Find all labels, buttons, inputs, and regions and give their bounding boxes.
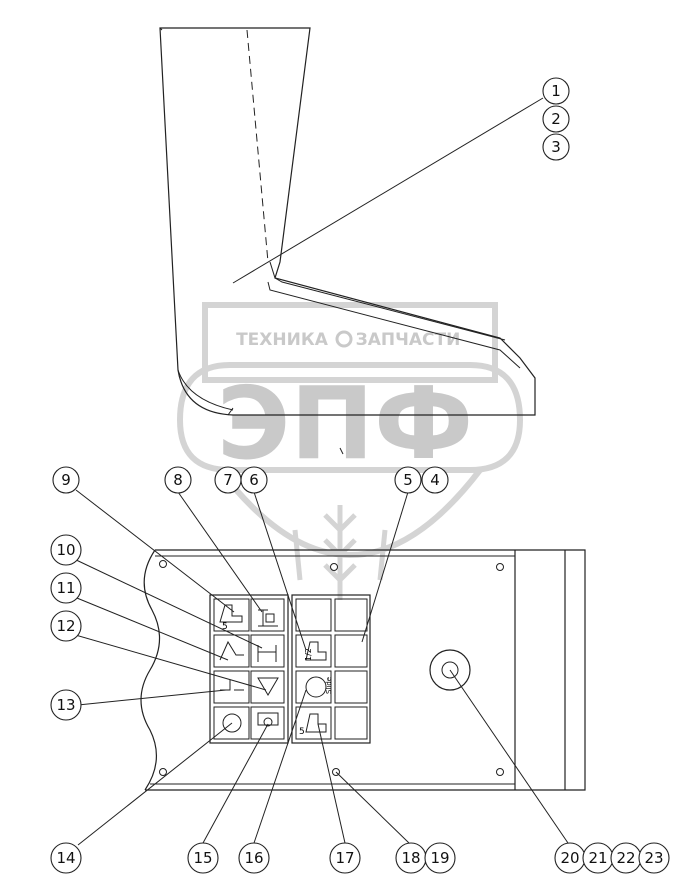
watermark: ТЕХНИКА ЗАПЧАСТИ ЭПФ: [176, 302, 524, 600]
svg-text:14: 14: [56, 849, 75, 867]
callout-2: 2: [542, 105, 570, 133]
svg-text:20: 20: [560, 849, 579, 867]
callout-bubbles: 1 2 3 9 8 7 6 5 4 10 11 12 13 14 15 16 1…: [50, 77, 670, 874]
svg-text:17: 17: [335, 849, 354, 867]
svg-text:11: 11: [56, 579, 75, 597]
callout-13: 13: [50, 689, 82, 721]
upper-bracket: [159, 27, 536, 455]
callout-15: 15: [187, 842, 219, 874]
circle-key-icon: [222, 713, 242, 733]
round-knob: [429, 649, 471, 691]
svg-text:22: 22: [616, 849, 635, 867]
watermark-line1-right: ЗАПЧАСТИ: [356, 330, 461, 350]
callout-8: 8: [164, 466, 192, 494]
callout-22: 22: [610, 842, 642, 874]
svg-text:16: 16: [244, 849, 263, 867]
key-label-5b: 5: [299, 727, 305, 737]
callout-3: 3: [542, 133, 570, 161]
control-box: [140, 549, 586, 791]
callout-9: 9: [52, 466, 80, 494]
callout-19: 19: [424, 842, 456, 874]
svg-text:3: 3: [551, 138, 561, 156]
callout-6: 6: [240, 466, 268, 494]
svg-text:18: 18: [401, 849, 420, 867]
svg-text:5: 5: [403, 471, 413, 489]
svg-text:9: 9: [61, 471, 71, 489]
callout-5: 5: [394, 466, 422, 494]
gear-icon: [335, 330, 353, 348]
svg-text:8: 8: [173, 471, 183, 489]
svg-text:4: 4: [430, 471, 440, 489]
right-keypad: 1/2 Slide 5: [291, 594, 371, 744]
watermark-line1-left: ТЕХНИКА: [236, 330, 329, 350]
svg-text:7: 7: [223, 471, 233, 489]
callout-18: 18: [395, 842, 427, 874]
callout-4: 4: [421, 466, 449, 494]
svg-text:23: 23: [644, 849, 663, 867]
left-keypad: 5: [209, 594, 289, 744]
callout-21: 21: [582, 842, 614, 874]
callout-11: 11: [50, 572, 82, 604]
svg-text:15: 15: [193, 849, 212, 867]
key-label-slide: Slide: [325, 677, 333, 694]
svg-text:10: 10: [56, 541, 75, 559]
svg-text:2: 2: [551, 110, 561, 128]
callout-23: 23: [638, 842, 670, 874]
callout-10: 10: [50, 534, 82, 566]
svg-text:12: 12: [56, 617, 75, 635]
svg-text:6: 6: [249, 471, 259, 489]
key-pictograms-right: 1/2 Slide 5: [299, 641, 333, 737]
callout-16: 16: [238, 842, 270, 874]
svg-text:13: 13: [56, 696, 75, 714]
callout-20: 20: [554, 842, 586, 874]
callout-7: 7: [214, 466, 242, 494]
callout-14: 14: [50, 842, 82, 874]
watermark-line2: ЭПФ: [217, 365, 473, 482]
callout-12: 12: [50, 610, 82, 642]
svg-text:21: 21: [588, 849, 607, 867]
leader-lines: [71, 97, 569, 846]
svg-text:19: 19: [430, 849, 449, 867]
wheat-icon: [292, 505, 388, 600]
key-label-5a: 5: [222, 622, 228, 632]
screw-icons: [159, 560, 504, 776]
svg-text:1: 1: [551, 82, 561, 100]
key-label-half: 1/2: [304, 648, 313, 661]
callout-17: 17: [329, 842, 361, 874]
callout-1: 1: [542, 77, 570, 105]
